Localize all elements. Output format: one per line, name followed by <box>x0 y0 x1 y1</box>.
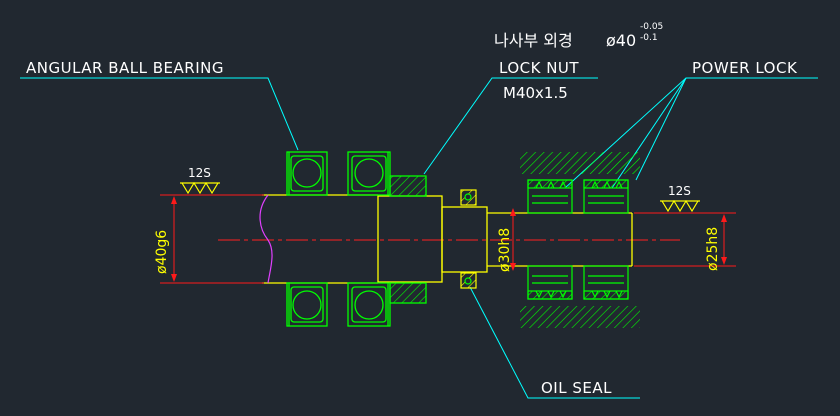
angular-ball-bearing-upper-right <box>347 151 391 196</box>
tolerance-lower: -0.1 <box>640 33 658 43</box>
leader-lock-nut <box>423 77 598 175</box>
angular-ball-bearing-lower-right <box>347 282 391 327</box>
tolerance-upper: -0.05 <box>640 22 663 32</box>
dim-text-phi30: ø30h8 <box>497 228 513 272</box>
power-lock-upper <box>527 179 629 214</box>
leader-oil-seal <box>469 286 640 399</box>
roughness-label-right: 12S <box>668 184 691 198</box>
label-lock-nut-size: M40x1.5 <box>503 84 568 102</box>
angular-ball-bearing-upper-left <box>286 151 328 196</box>
roughness-label-left: 12S <box>188 166 211 180</box>
roughness-symbol-left <box>180 181 220 195</box>
label-oil-seal: OIL SEAL <box>541 379 612 397</box>
lock-nut <box>389 175 427 304</box>
korean-thread-note: 나사부 외경 <box>494 31 573 50</box>
dim-text-phi25: ø25h8 <box>705 227 721 271</box>
angular-ball-bearing-lower-left <box>286 282 328 327</box>
label-power-lock: POWER LOCK <box>692 59 798 77</box>
dimension-phi25 <box>634 212 736 267</box>
leader-power-lock-3 <box>635 77 687 181</box>
label-lock-nut: LOCK NUT <box>499 59 579 77</box>
power-lock-housing <box>520 152 640 328</box>
label-angular-ball-bearing: ANGULAR BALL BEARING <box>26 59 224 77</box>
shaft-break-line <box>259 194 273 284</box>
dim-text-phi40: ø40g6 <box>154 230 170 274</box>
oil-seal <box>460 189 477 289</box>
leader-angular-ball-bearing <box>20 77 299 151</box>
korean-thread-diameter: ø40 <box>606 31 636 50</box>
shaft <box>262 194 633 284</box>
leader-lines <box>20 77 818 399</box>
dimension-phi40 <box>160 194 264 284</box>
power-lock-lower <box>527 265 629 300</box>
roughness-symbol-right <box>660 199 700 213</box>
